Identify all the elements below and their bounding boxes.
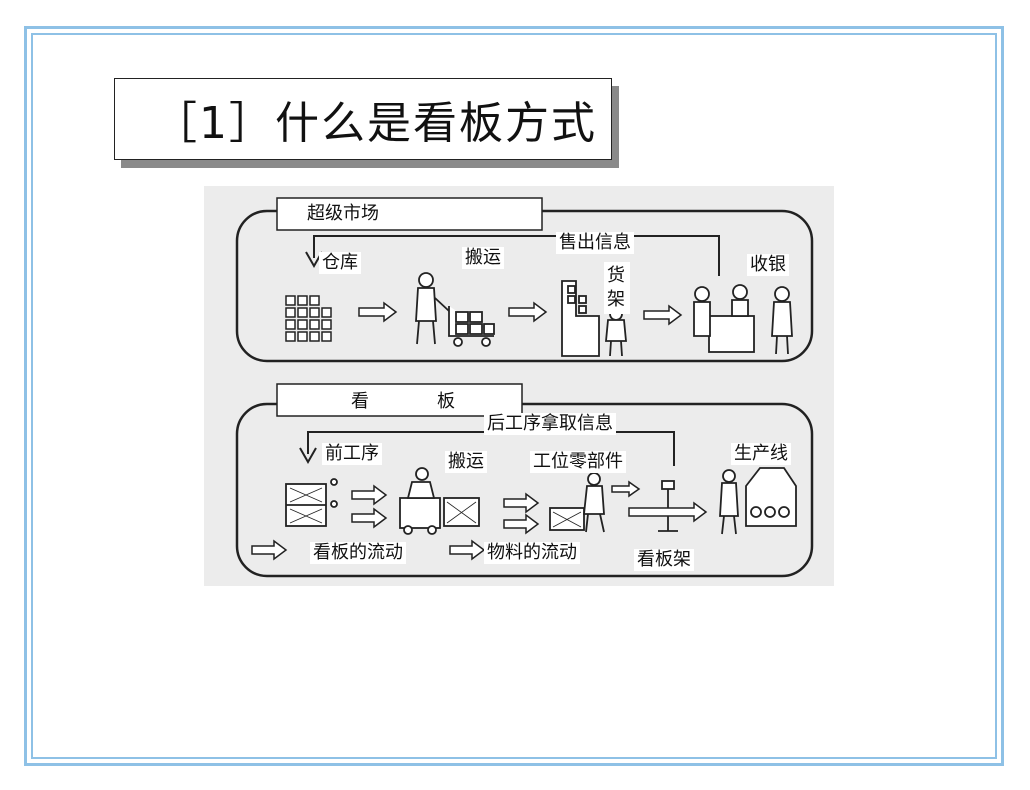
kanban-header-box: [276, 383, 523, 417]
worker-cart-icon: [415, 272, 495, 347]
warehouse-label: 仓库: [319, 252, 361, 274]
supermarket-header-label: 超级市场: [304, 203, 382, 225]
prev-process-label: 前工序: [322, 443, 382, 465]
flow-arrow-icon: [643, 304, 683, 326]
legend-kanban-flow-label: 看板的流动: [310, 542, 406, 564]
kanban-header-right-label: 板: [434, 391, 458, 413]
production-line-icon: [719, 467, 797, 535]
parts-rack-icon: [285, 478, 338, 527]
warehouse-boxes-icon: [285, 295, 332, 342]
legend-material-arrow-icon: [449, 539, 486, 561]
kanban-rack-label: 看板架: [634, 549, 694, 571]
flow-arrow-icon: [358, 301, 398, 323]
flow-arrow-icon: [508, 301, 548, 323]
flow-arrow-icon: [351, 484, 388, 506]
cashier-label: 收银: [747, 254, 789, 276]
downstream-info-arrowhead: [299, 447, 317, 465]
slide-frame-outer: [24, 26, 1004, 766]
downstream-info-label: 后工序拿取信息: [484, 413, 616, 435]
diagram-drawing: [235, 197, 814, 578]
legend-kanban-arrow-icon: [251, 539, 288, 561]
kanban-border: [235, 402, 814, 578]
transport-label-bottom: 搬运: [445, 451, 487, 473]
flow-arrow-icon: [628, 501, 708, 523]
forklift-icon: [399, 467, 480, 535]
flow-arrow-icon: [611, 480, 641, 498]
supermarket-section: [235, 197, 814, 363]
cashier-counter-icon: [693, 284, 793, 355]
kanban-diagram: 超级市场 售出信息 仓库 搬运 货架 收银 看 板 后工序拿取信息 前工序 搬运…: [204, 186, 834, 586]
flow-arrow-icon: [503, 513, 540, 535]
production-line-label: 生产线: [731, 443, 791, 465]
flow-arrow-icon: [351, 507, 388, 529]
kanban-section: [235, 383, 814, 578]
legend-material-flow-label: 物料的流动: [484, 542, 580, 564]
workstation-worker-icon: [549, 472, 605, 533]
slide-title-box: ［1］什么是看板方式: [114, 78, 612, 160]
kanban-header-left-label: 看: [348, 391, 372, 413]
kanban-rack-icon: [658, 480, 678, 532]
shopper-icon: [605, 307, 627, 357]
flow-arrow-icon: [503, 492, 540, 514]
workstation-parts-label: 工位零部件: [530, 451, 626, 473]
slide-title: ［1］什么是看板方式: [153, 98, 597, 149]
slide-frame-inner: [31, 33, 997, 759]
transport-label-top: 搬运: [462, 247, 504, 269]
sales-info-label: 售出信息: [556, 232, 634, 254]
shelf-icon: [561, 280, 600, 357]
shelf-label: 货架: [604, 262, 630, 314]
sales-info-line: [313, 235, 720, 276]
